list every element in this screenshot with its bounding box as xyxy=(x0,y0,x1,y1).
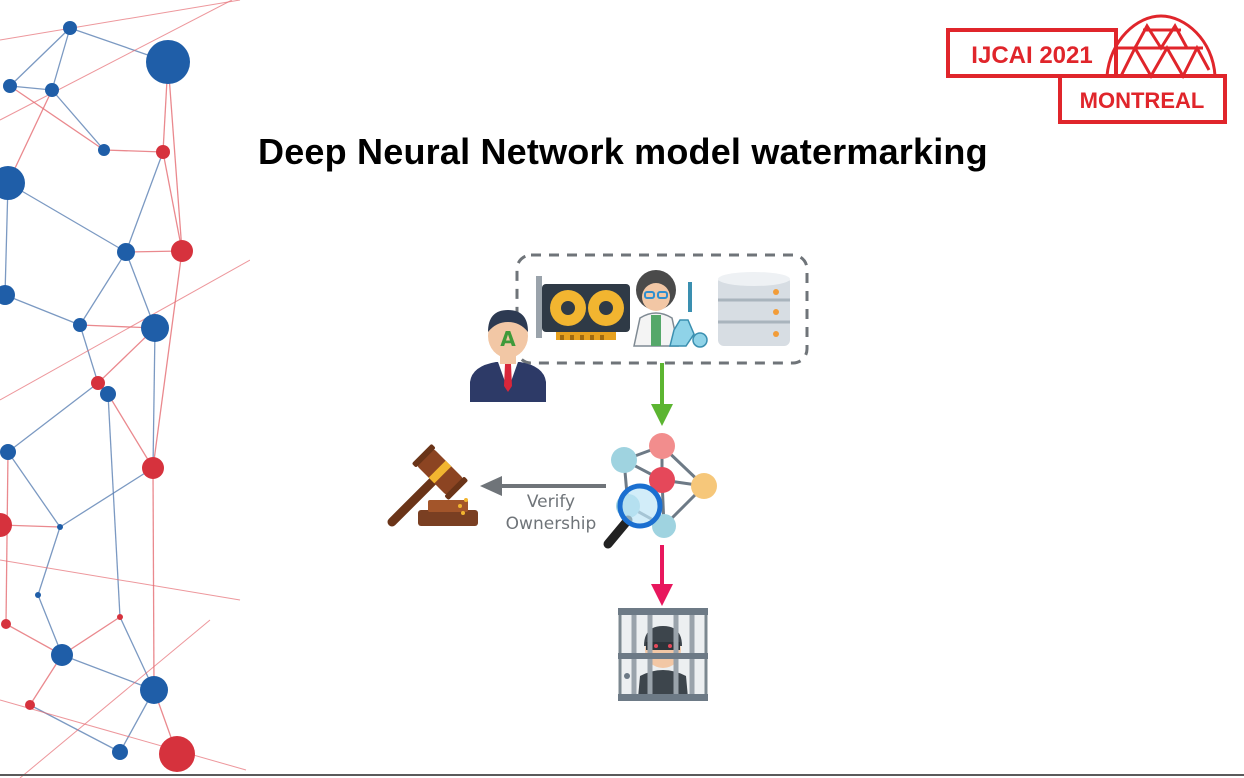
network-link xyxy=(0,0,241,41)
network-background xyxy=(0,0,250,778)
network-node xyxy=(1,619,11,629)
network-link xyxy=(162,151,183,252)
network-link xyxy=(9,85,105,151)
network-link xyxy=(5,451,9,625)
owner-badge-label: A xyxy=(500,327,516,351)
network-node xyxy=(45,83,59,97)
network-node xyxy=(0,285,15,305)
network-link xyxy=(7,89,53,184)
training-resources-box xyxy=(515,253,809,365)
dome-icon xyxy=(1105,14,1217,80)
network-node xyxy=(51,644,73,666)
network-link xyxy=(0,259,250,401)
verify-ownership-label: Verify Ownership xyxy=(496,491,606,535)
network-node xyxy=(35,592,41,598)
scientist-icon xyxy=(633,270,708,348)
network-node xyxy=(140,676,168,704)
train-arrowhead xyxy=(651,404,673,426)
network-node xyxy=(146,40,190,84)
database-icon xyxy=(718,272,790,346)
network-node xyxy=(0,444,16,460)
network-node xyxy=(142,457,164,479)
network-node xyxy=(112,744,128,760)
network-node xyxy=(57,524,63,530)
verify-label-line1: Verify xyxy=(526,492,576,512)
network-node xyxy=(63,21,77,35)
network-link xyxy=(4,294,81,326)
neural-network-magnifier-icon xyxy=(603,433,717,549)
network-node xyxy=(100,386,116,402)
ijcai-logo: IJCAI 2021 MONTREAL xyxy=(946,14,1227,124)
slide-bottom-border xyxy=(0,774,1244,776)
logo-city-text: MONTREAL xyxy=(1080,88,1205,113)
network-link xyxy=(51,27,71,91)
network-link xyxy=(7,382,99,453)
network-link xyxy=(61,616,121,656)
network-link xyxy=(7,182,127,253)
network-node xyxy=(3,79,17,93)
logo-event-text: IJCAI 2021 xyxy=(971,42,1092,69)
network-node xyxy=(98,144,110,156)
network-node xyxy=(117,614,123,620)
network-node xyxy=(0,166,25,200)
network-link xyxy=(125,151,164,253)
network-link xyxy=(79,251,127,326)
punish-arrowhead xyxy=(651,584,673,606)
network-link xyxy=(0,0,233,121)
network-link xyxy=(4,182,9,296)
network-node xyxy=(91,376,105,390)
network-link xyxy=(152,250,183,469)
network-link xyxy=(37,526,61,596)
network-link xyxy=(9,85,53,91)
network-node xyxy=(0,513,12,537)
network-node xyxy=(159,736,195,772)
slide-title: Deep Neural Network model watermarking xyxy=(258,131,988,172)
jailed-thief-icon xyxy=(618,608,708,701)
judge-gavel-icon xyxy=(387,444,478,527)
network-link xyxy=(59,467,154,528)
network-link xyxy=(167,61,183,252)
network-link xyxy=(79,324,99,384)
network-node xyxy=(171,240,193,262)
network-link xyxy=(107,393,154,469)
network-link xyxy=(152,327,156,469)
network-link xyxy=(61,654,155,691)
gpu-card-icon xyxy=(536,276,630,340)
network-link xyxy=(7,451,61,528)
network-link xyxy=(9,27,71,87)
network-link xyxy=(0,559,241,601)
network-link xyxy=(152,467,155,691)
network-node xyxy=(117,243,135,261)
network-link xyxy=(0,699,247,771)
verify-label-line2: Ownership xyxy=(505,514,597,534)
network-node xyxy=(73,318,87,332)
owner-person-icon xyxy=(470,310,546,402)
network-link xyxy=(19,619,211,778)
network-link xyxy=(51,89,105,151)
network-node xyxy=(141,314,169,342)
network-link xyxy=(103,149,164,153)
network-node xyxy=(156,145,170,159)
verify-arrowhead xyxy=(480,476,502,496)
network-node xyxy=(25,700,35,710)
